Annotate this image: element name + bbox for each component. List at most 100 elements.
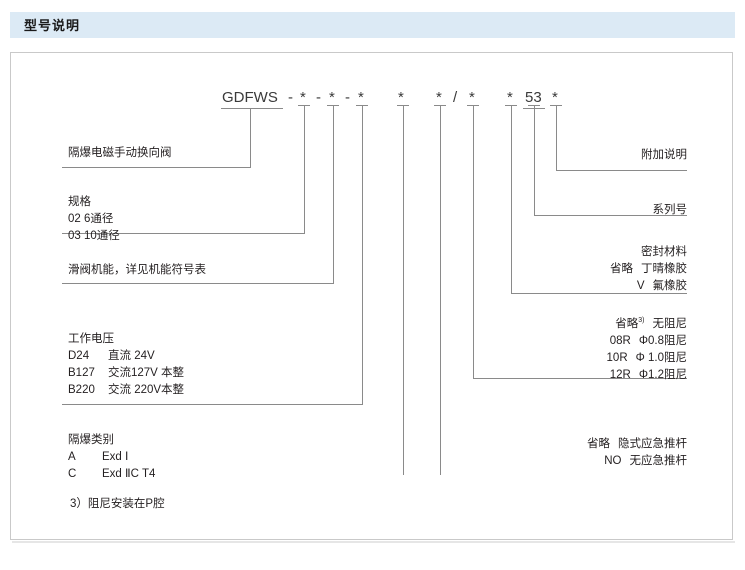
label-seal-material: 密封材料 省略丁晴橡胶 V 氟橡胶 — [487, 244, 687, 295]
code-token-dash-3: - — [345, 89, 350, 106]
damping-code-2: 08R — [609, 334, 631, 347]
label-damping-row-1: 省略3)无阻尼 — [487, 312, 687, 333]
code-token-dash-1: - — [288, 89, 293, 106]
explosion-proof-desc-1: Exd Ⅰ — [102, 451, 129, 463]
leader-h-damping — [473, 378, 687, 379]
frame-shadow — [12, 541, 735, 543]
label-seal-material-title: 密封材料 — [641, 246, 687, 258]
working-voltage-desc-3: 交流 220V本整 — [108, 384, 185, 396]
label-seal-material-row-1: 省略丁晴橡胶 — [487, 261, 687, 278]
leader-v-emergency-push-rod — [440, 116, 441, 475]
leader-h-seal-material — [511, 293, 687, 294]
leader-v-working-voltage — [362, 116, 363, 404]
tick-cap-star-7 — [505, 105, 517, 106]
tick-cap-star-1 — [298, 105, 310, 106]
code-token-star-7: * — [507, 89, 513, 106]
leader-v-explosion-proof-category — [403, 116, 404, 475]
leader-h-valve-type — [62, 167, 251, 168]
code-token-star-3: * — [358, 89, 364, 106]
damping-desc-3: Φ 1.0阻尼 — [635, 351, 687, 364]
damping-code-4: 12R — [609, 368, 631, 381]
working-voltage-desc-1: 直流 24V — [108, 350, 155, 362]
code-token-53: 53 — [525, 89, 542, 106]
leader-v-seal-material — [511, 116, 512, 293]
leader-v-series-number — [534, 116, 535, 215]
damping-code-3: 10R — [606, 351, 628, 364]
label-working-voltage-row-1: D24 直流 24V — [68, 348, 184, 365]
label-valve-type-line-1: 隔爆电磁手动换向阀 — [68, 147, 172, 159]
label-series-number: 系列号 — [487, 202, 688, 219]
explosion-proof-desc-2: Exd ⅡC T4 — [102, 468, 156, 480]
explosion-proof-code-2: C — [68, 468, 77, 480]
tick-star-8 — [556, 105, 557, 116]
label-specification: 规格 02 6通径 03 10通径 — [68, 194, 120, 245]
tick-cap-star-6 — [467, 105, 479, 106]
tick-cap-star-8 — [550, 105, 562, 106]
emergency-push-rod-desc-1: 隐式应急推杆 — [618, 438, 687, 450]
model-code-row: GDFWS - * - * - * * * / * * 53 * — [0, 88, 745, 112]
leader-v-specification — [304, 116, 305, 233]
leader-v-spool-function — [333, 116, 334, 283]
leader-v-additional-description — [556, 116, 557, 170]
code-token-star-1: * — [300, 89, 306, 106]
tick-gdfws — [250, 108, 251, 117]
explosion-proof-code-1: A — [68, 451, 76, 463]
seal-material-code-1: 省略 — [610, 263, 633, 275]
tick-cap-53 — [528, 105, 540, 106]
seal-material-desc-2: 氟橡胶 — [652, 280, 688, 292]
tick-cap-star-2 — [327, 105, 339, 106]
code-token-slash: / — [453, 89, 458, 106]
label-explosion-proof-row-1: A Exd Ⅰ — [68, 449, 155, 466]
leader-h-spool-function — [62, 283, 334, 284]
label-emergency-push-rod-row-1: 省略隐式应急推杆 — [487, 436, 687, 453]
code-token-gdfws: GDFWS — [222, 89, 278, 106]
label-working-voltage-title: 工作电压 — [68, 333, 114, 345]
tick-star-6 — [473, 105, 474, 116]
label-additional-description: 附加说明 — [487, 147, 687, 164]
tick-star-2 — [333, 105, 334, 116]
tick-cap-star-5 — [434, 105, 446, 106]
code-token-star-8: * — [552, 89, 558, 106]
label-specification-row-1: 02 6通径 — [68, 213, 114, 225]
tick-star-7 — [511, 105, 512, 116]
footnote: 3）阻尼安装在P腔 — [70, 498, 165, 510]
label-specification-title: 规格 — [68, 196, 91, 208]
label-additional-description-line-1: 附加说明 — [641, 149, 687, 161]
tick-star-1 — [304, 105, 305, 116]
tick-cap-star-4 — [397, 105, 409, 106]
emergency-push-rod-code-2: NO — [604, 455, 622, 467]
code-underline-gdfws — [221, 108, 283, 109]
label-explosion-proof-row-2: C Exd ⅡC T4 — [68, 466, 155, 483]
working-voltage-code-1: D24 — [68, 350, 90, 362]
label-seal-material-row-2: V 氟橡胶 — [487, 278, 687, 295]
code-token-dash-2: - — [316, 89, 321, 106]
working-voltage-code-2: B127 — [68, 367, 95, 379]
seal-material-code-2: V — [636, 280, 645, 292]
label-series-number-line-1: 系列号 — [652, 204, 688, 216]
damping-desc-4: Φ1.2阻尼 — [638, 368, 687, 381]
damping-code-1: 省略3) — [615, 317, 645, 330]
leader-h-additional-description — [556, 170, 687, 171]
code-token-star-5: * — [436, 89, 442, 106]
leader-h-working-voltage — [62, 404, 363, 405]
seal-material-desc-1: 丁晴橡胶 — [641, 263, 687, 275]
emergency-push-rod-code-1: 省略 — [587, 438, 610, 450]
leader-v-damping — [473, 116, 474, 378]
tick-53 — [534, 105, 535, 116]
code-token-star-6: * — [469, 89, 475, 106]
section-header-bar — [10, 12, 735, 38]
tick-star-4 — [403, 105, 404, 116]
tick-star-5 — [440, 105, 441, 116]
code-token-star-4: * — [398, 89, 404, 106]
code-token-star-2: * — [329, 89, 335, 106]
leader-h-series-number — [534, 215, 687, 216]
